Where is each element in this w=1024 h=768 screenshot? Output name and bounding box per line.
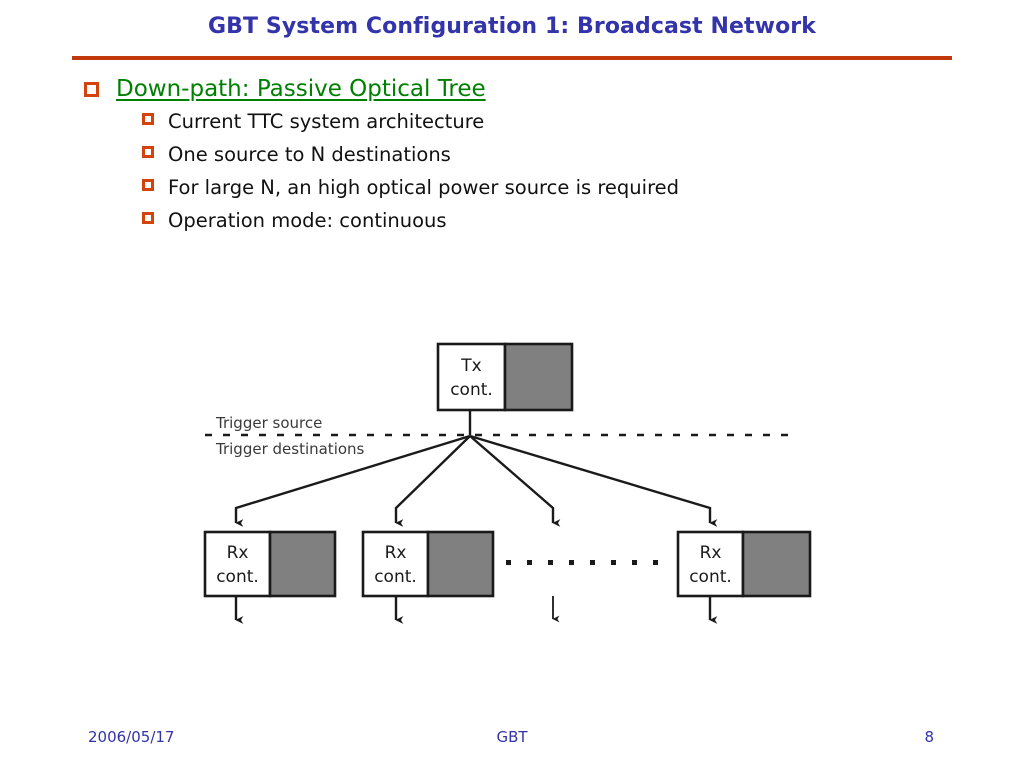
- branch-1: [234, 434, 471, 527]
- branch-4: [469, 434, 718, 527]
- rx-block-line1: Rx: [385, 543, 407, 563]
- branch-2: [394, 435, 471, 527]
- bullet-text: For large N, an high optical power sourc…: [168, 176, 680, 199]
- rx-block-line1: Rx: [700, 543, 722, 563]
- tx-block-line1: Tx: [460, 356, 481, 376]
- footer-deck-name: GBT: [496, 728, 528, 746]
- rx-block-3: Rx cont.: [676, 530, 812, 598]
- square-bullet-icon: [142, 179, 154, 191]
- rx-block-line2: cont.: [689, 567, 732, 587]
- ellipsis-dots: [506, 560, 658, 565]
- square-bullet-icon: [142, 146, 154, 158]
- bullet-list: Down-path: Passive Optical Tree Current …: [84, 74, 964, 238]
- bullet-item-3: For large N, an high optical power sourc…: [142, 172, 964, 204]
- page-title: GBT System Configuration 1: Broadcast Ne…: [208, 14, 816, 39]
- fanout-branches: [234, 434, 718, 527]
- square-bullet-icon: [84, 82, 99, 97]
- broadcast-network-diagram: Tx cont. Trigger source Trigger destinat…: [0, 320, 1024, 660]
- rx-block-1: Rx cont.: [203, 530, 337, 598]
- tx-block-line2: cont.: [450, 380, 493, 400]
- branch-3: [469, 435, 561, 527]
- bullet-item-2: One source to N destinations: [142, 139, 964, 171]
- footer-date: 2006/05/17: [88, 728, 175, 746]
- bullet-text: One source to N destinations: [168, 143, 451, 166]
- rx-block-line2: cont.: [374, 567, 417, 587]
- trigger-source-label: Trigger source: [215, 414, 322, 432]
- square-bullet-icon: [142, 212, 154, 224]
- bullet-item-1: Current TTC system architecture: [142, 106, 964, 138]
- bullet-item-4: Operation mode: continuous: [142, 205, 964, 237]
- rx-block-2: Rx cont.: [361, 530, 495, 598]
- title-divider-rule: [72, 56, 952, 60]
- slide-footer: 2006/05/17 GBT 8: [0, 728, 1024, 754]
- bullet-text: Current TTC system architecture: [168, 110, 485, 133]
- output-arrows: [234, 596, 718, 624]
- trigger-destinations-label: Trigger destinations: [215, 440, 365, 458]
- bullet-text: Operation mode: continuous: [168, 209, 447, 232]
- square-bullet-icon: [142, 113, 154, 125]
- rx-block-line2: cont.: [216, 567, 259, 587]
- footer-page-number: 8: [924, 728, 934, 746]
- bullet-text: Down-path: Passive Optical Tree: [116, 76, 486, 102]
- rx-block-line1: Rx: [227, 543, 249, 563]
- tx-block: Tx cont.: [436, 342, 574, 412]
- bullet-item-0: Down-path: Passive Optical Tree: [84, 74, 964, 104]
